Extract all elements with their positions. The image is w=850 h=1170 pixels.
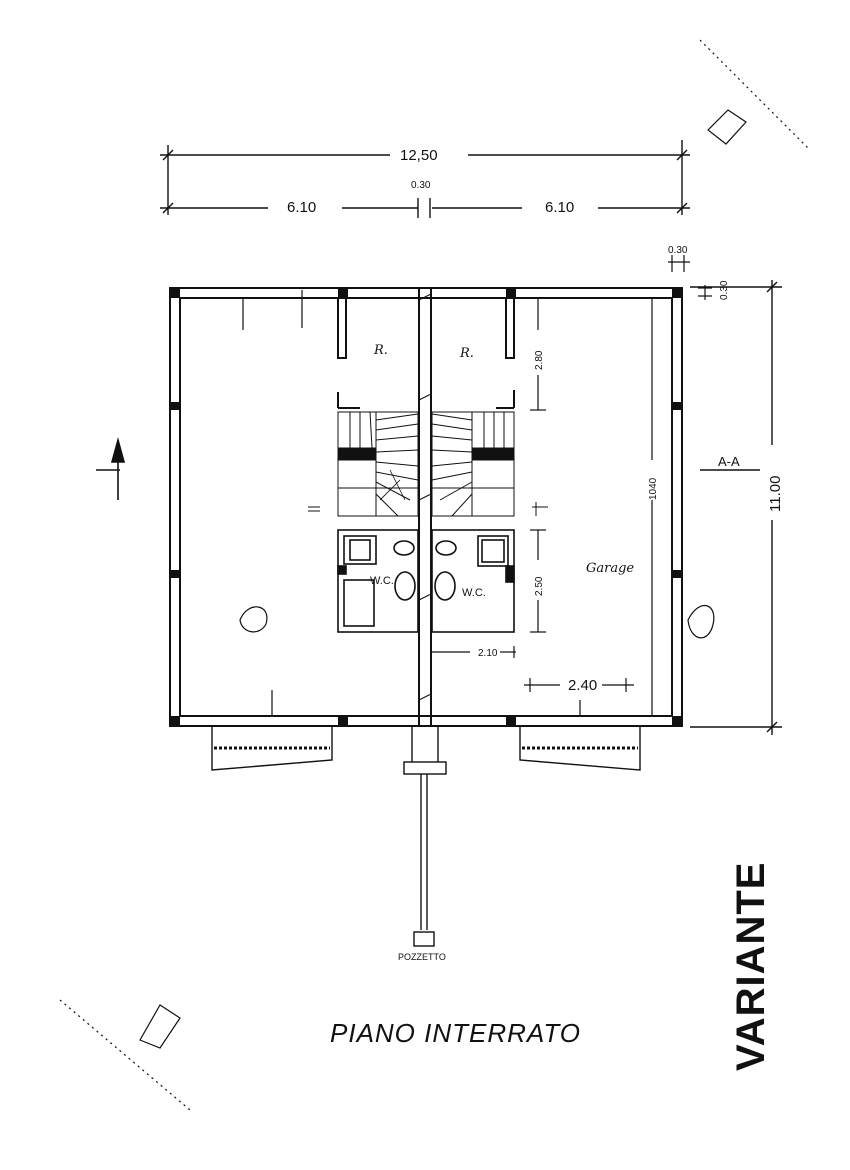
light-well-left	[211, 726, 333, 771]
stamp-mark-top	[699, 39, 811, 151]
dim-wall-small-label: 0.30	[719, 280, 730, 300]
interior-marks	[271, 690, 581, 716]
pozzetto-label: POZZETTO	[398, 952, 446, 962]
dim-total-depth-label: 11.00	[767, 476, 784, 512]
storage-partitions	[337, 297, 515, 409]
plan-title: PIANO INTERRATO	[330, 1018, 581, 1048]
wc-left-label: W.C.	[370, 575, 394, 587]
wc-left	[337, 529, 419, 633]
dim-total-width-label: 12,50	[400, 147, 438, 164]
staircase-left	[337, 411, 419, 517]
section-arrow-left	[96, 436, 126, 500]
light-well-right	[519, 726, 641, 771]
section-label: A-A	[718, 454, 740, 469]
dim-wc-width-label: 2.10	[478, 648, 498, 659]
outer-walls	[169, 287, 683, 727]
dim-party-wall-label: 0.30	[411, 180, 431, 191]
dim-closet-label: 2.80	[534, 350, 545, 370]
stamp-mark-bottom	[59, 999, 191, 1111]
dimension-half-widths	[160, 198, 690, 218]
party-wall	[418, 288, 432, 726]
pillars	[170, 288, 682, 726]
drain-pipe	[403, 726, 447, 947]
dimension-total-width	[160, 140, 690, 215]
dim-right-width-label: 6.10	[545, 199, 574, 216]
garage-label: Garage	[586, 561, 634, 576]
scribble-mark	[239, 604, 715, 639]
wc-right-label: W.C.	[462, 587, 486, 599]
dimension-wc	[432, 529, 546, 658]
wc-right	[431, 529, 515, 633]
dimension-opening	[524, 678, 634, 692]
section-cut-line	[308, 502, 548, 516]
variant-stamp: VARIANTE	[729, 861, 773, 1071]
dimension-wall-thickness	[668, 255, 712, 300]
dim-opening-label: 2.40	[568, 677, 597, 694]
dimension-closet-depth	[530, 298, 546, 411]
room-r-right: R.	[459, 346, 474, 361]
dimension-total-depth	[690, 280, 782, 735]
dim-wc-depth-label: 2.50	[534, 576, 545, 596]
dim-left-width-label: 6.10	[287, 199, 316, 216]
dim-wall-thickness-label: 0.30	[668, 245, 688, 256]
staircase-right	[431, 411, 515, 517]
top-wall-marks	[242, 290, 303, 330]
room-r-left: R.	[373, 343, 388, 358]
party-wall-hatch	[418, 293, 432, 701]
dim-inner-depth-label: 1040	[648, 477, 659, 500]
